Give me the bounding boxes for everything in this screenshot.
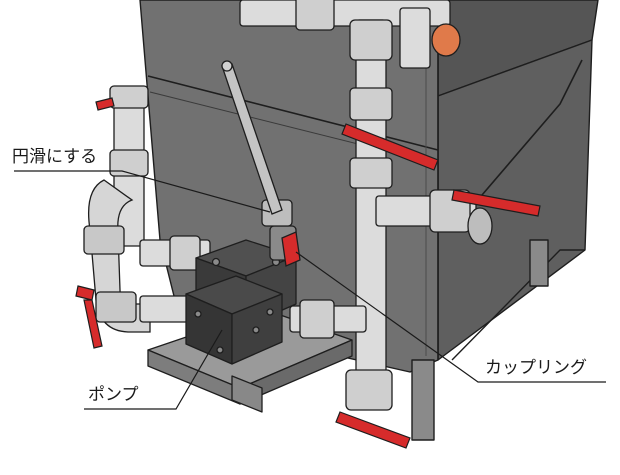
pipe-segment (239, 0, 451, 27)
bolt (211, 257, 221, 267)
bolt (216, 346, 224, 354)
right-valves (335, 123, 541, 449)
coupling-red-band (281, 231, 301, 267)
cabinet-frame (451, 59, 583, 231)
label-pump: ポンプ (88, 385, 139, 405)
bolt (194, 310, 202, 318)
cabinet-seam (147, 75, 439, 151)
valve-handle (75, 285, 95, 301)
base-foot (231, 375, 263, 413)
pipe-fitting (299, 299, 335, 339)
pump-body (185, 239, 297, 365)
bolt (266, 308, 274, 316)
cabinet-leg (411, 359, 435, 441)
pipe-segment (399, 7, 431, 69)
pipe-fitting (169, 235, 201, 271)
label-smoothing: 円滑にする (12, 147, 98, 167)
leader-coupling (295, 251, 606, 383)
pipe-fitting (349, 19, 393, 61)
copper-pipe-end (431, 23, 461, 57)
pipe-fitting (95, 291, 137, 323)
pipe-fitting (345, 369, 393, 411)
valve-handle (451, 189, 541, 217)
lever-tip (221, 60, 233, 72)
pipe-fitting (349, 157, 393, 189)
leader-smoothing (14, 170, 271, 213)
right-piping (239, 0, 493, 411)
label-coupling: カップリング (485, 358, 587, 378)
pipe-fitting (109, 85, 149, 109)
valve-handle (335, 411, 411, 449)
pipe-fitting (349, 87, 393, 121)
left-valves (75, 97, 115, 349)
valve-handle (341, 123, 439, 171)
pipe-fitting (295, 0, 335, 31)
valve-handle (95, 97, 115, 111)
pipe-fitting (83, 225, 125, 255)
cabinet-leg (529, 239, 549, 287)
bolt (252, 326, 260, 334)
left-piping (83, 85, 211, 333)
pipe-fitting (109, 149, 149, 177)
leader-lines (14, 170, 606, 410)
coupling-assembly (221, 60, 301, 267)
pipe-opening (467, 207, 493, 245)
cabinet-frame (451, 249, 585, 361)
leader-pump (84, 329, 223, 410)
valve-handle (83, 299, 103, 349)
